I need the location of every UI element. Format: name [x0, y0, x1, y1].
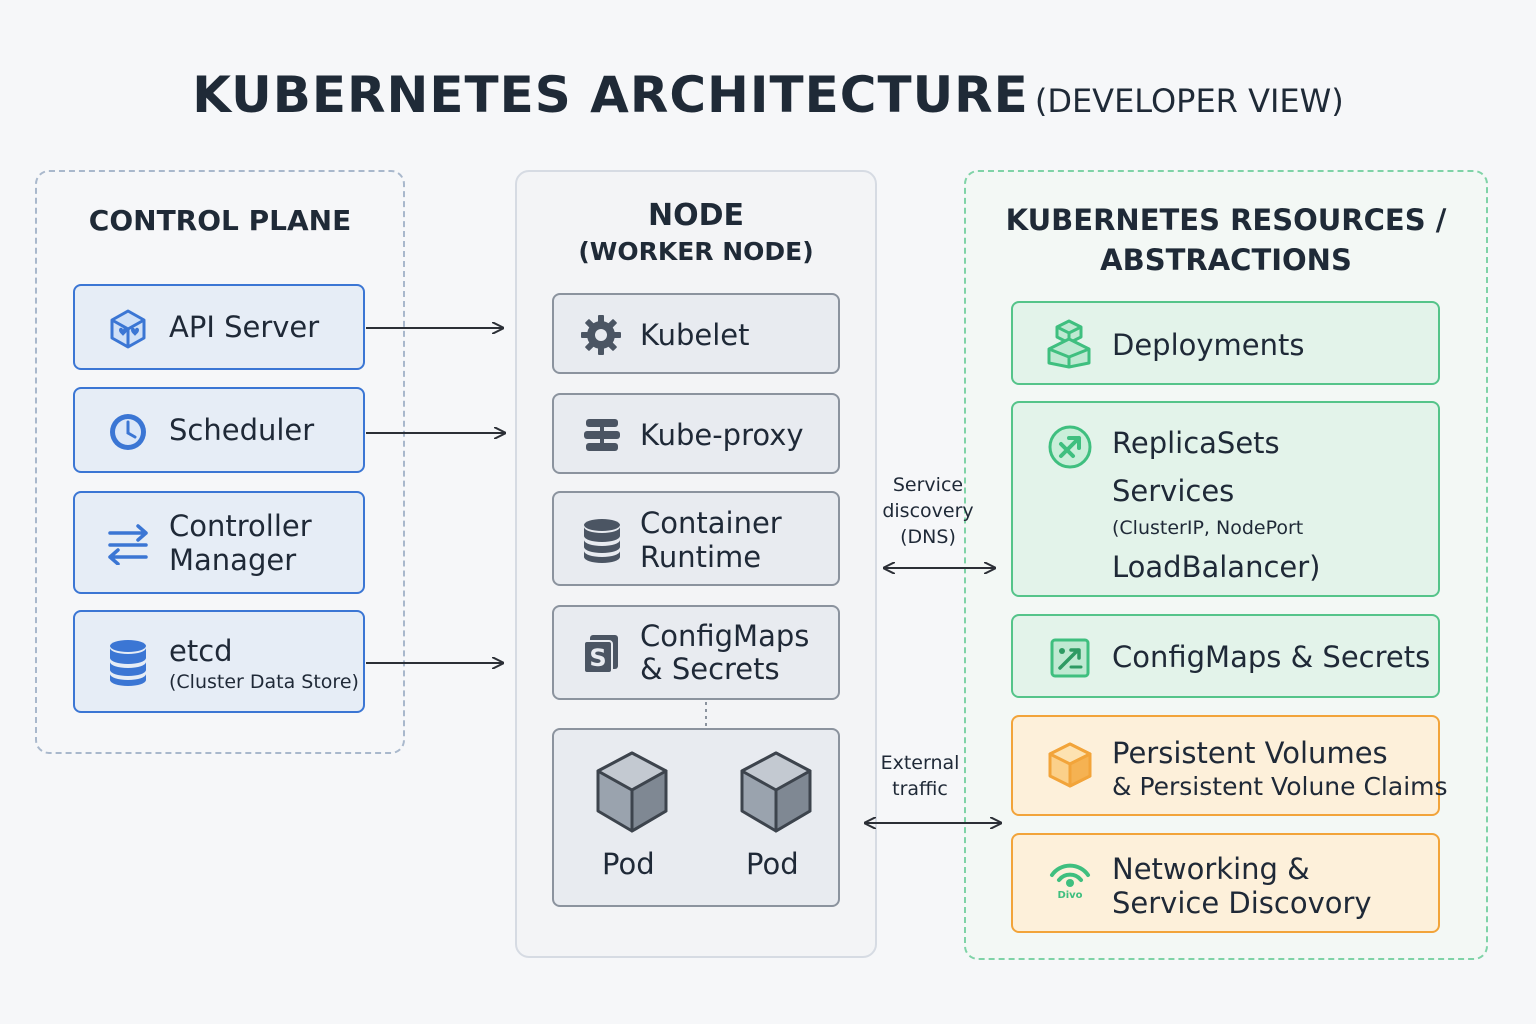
scheduler-box[interactable]: Scheduler — [73, 387, 365, 473]
kube-proxy-box[interactable]: Kube-proxy — [552, 393, 840, 474]
replica-icon — [1048, 425, 1092, 469]
service-discovery-text: Service discovery (DNS) — [878, 472, 978, 550]
deployments-label: Deployments — [1112, 328, 1305, 362]
resources-title-line2: ABSTRACTIONS — [1100, 243, 1352, 277]
pod-label-2: Pod — [746, 847, 799, 881]
controller-manager-label-2: Manager — [169, 543, 297, 577]
wifi-icon-text: Divo — [1057, 890, 1082, 899]
external-traffic-text: External traffic — [872, 750, 968, 802]
node-configmaps-label-2: & Secrets — [640, 652, 780, 686]
services-label: Services — [1112, 474, 1235, 508]
service-discovery-line3: (DNS) — [900, 526, 956, 548]
title-sub: (DEVELOPER VIEW) — [1034, 82, 1344, 120]
node-configmaps-label-1: ConfigMaps — [640, 619, 810, 653]
etcd-box[interactable]: etcd (Cluster Data Store) — [73, 610, 365, 713]
node-title: NODE — [647, 198, 744, 233]
deployments-box[interactable]: Deployments — [1011, 301, 1440, 385]
diagram-title: KUBERNETES ARCHITECTURE(DEVELOPER VIEW) — [0, 66, 1536, 124]
wifi-icon: Divo — [1050, 863, 1090, 899]
pod-cube-icon — [596, 751, 668, 833]
controller-manager-label-1: Controller — [169, 509, 312, 543]
configmaps-secrets-label: ConfigMaps & Secrets — [1112, 640, 1431, 674]
svg-text:S: S — [589, 644, 606, 672]
control-plane-panel — [35, 170, 405, 754]
persistent-volumes-label-1: Persistent Volumes — [1112, 736, 1388, 770]
services-loadbalancer-label: LoadBalancer) — [1112, 550, 1321, 584]
configmaps-secrets-box[interactable]: ConfigMaps & Secrets — [1011, 614, 1440, 698]
database-icon — [110, 640, 146, 686]
persistent-volumes-box[interactable]: Persistent Volumes & Persistent Volune C… — [1011, 715, 1448, 816]
config-icon — [1050, 638, 1090, 678]
clock-icon — [110, 414, 146, 450]
resources-title: KUBERNETES RESOURCES / ABSTRACTIONS — [964, 200, 1488, 280]
pods-box[interactable]: Pod Pod — [552, 728, 840, 907]
kubelet-label: Kubelet — [640, 318, 750, 352]
external-traffic-line2: traffic — [892, 778, 948, 800]
api-server-label: API Server — [169, 310, 320, 344]
networking-label-2: Service Discovory — [1112, 886, 1372, 920]
services-types-label: (ClusterIP, NodePort — [1112, 517, 1304, 539]
container-runtime-box[interactable]: Container Runtime — [552, 491, 840, 586]
networking-label-1: Networking & — [1112, 852, 1310, 886]
container-runtime-label-2: Runtime — [640, 540, 762, 574]
api-server-box[interactable]: API Server — [73, 284, 365, 370]
controller-manager-box[interactable]: Controller Manager — [73, 491, 365, 594]
node-configmaps-box[interactable]: S ConfigMaps & Secrets — [552, 605, 840, 700]
stacked-cubes-icon — [1047, 319, 1091, 369]
pod-cube-icon — [740, 751, 812, 833]
scheduler-label: Scheduler — [169, 413, 315, 447]
title-main: KUBERNETES ARCHITECTURE — [192, 66, 1029, 124]
control-plane-title: CONTROL PLANE — [88, 204, 352, 237]
resources-title-line1: KUBERNETES RESOURCES / — [1005, 203, 1447, 237]
persistent-volumes-label-2: & Persistent Volune Claims — [1112, 772, 1448, 801]
external-traffic-line1: External — [880, 752, 960, 774]
replicasets-box[interactable]: ReplicaSets Services (ClusterIP, NodePor… — [1011, 401, 1440, 597]
sync-arrows-icon — [108, 524, 148, 565]
pod-label-1: Pod — [602, 847, 655, 881]
networking-box[interactable]: Divo Networking & Service Discovory — [1011, 833, 1440, 933]
replicasets-label: ReplicaSets — [1112, 426, 1280, 460]
proxy-icon — [584, 419, 620, 451]
service-discovery-line1: Service — [892, 474, 964, 496]
kube-proxy-label: Kube-proxy — [640, 418, 804, 452]
service-discovery-line2: discovery — [882, 500, 974, 522]
database-icon — [584, 519, 620, 563]
etcd-label: etcd — [169, 634, 233, 668]
container-runtime-label-1: Container — [640, 506, 782, 540]
volume-cube-icon — [1048, 742, 1092, 788]
gear-icon — [581, 315, 621, 355]
node-subtitle: (WORKER NODE) — [578, 237, 814, 266]
etcd-note: (Cluster Data Store) — [169, 671, 359, 693]
cube-heart-icon — [110, 309, 146, 349]
kubelet-box[interactable]: Kubelet — [552, 293, 840, 374]
secret-doc-icon: S — [583, 635, 618, 674]
